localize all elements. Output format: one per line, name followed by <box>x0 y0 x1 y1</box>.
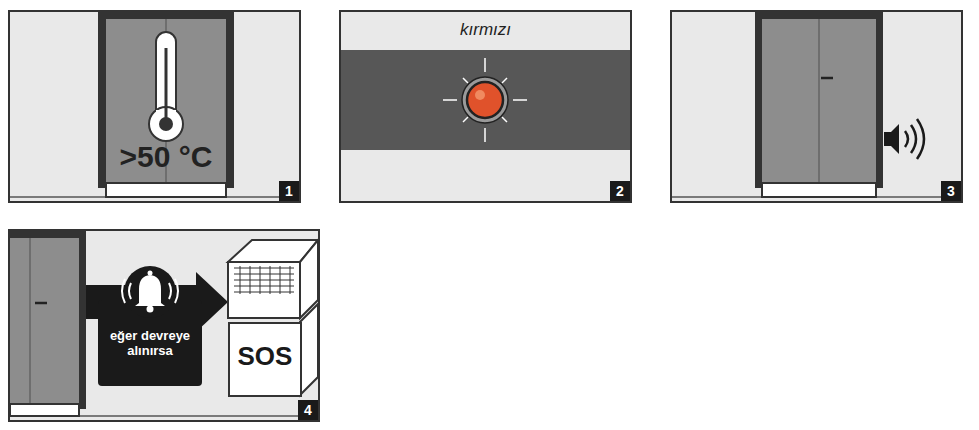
bell-symbol <box>122 271 178 313</box>
callout-number: 3 <box>941 181 961 201</box>
panel-ground <box>8 10 301 203</box>
sos-box: SOS <box>228 322 302 397</box>
red-lamp <box>443 58 527 142</box>
condition-label: eğer devreye alınırsa <box>100 329 200 359</box>
panel-ground <box>339 10 632 203</box>
color-label: kırmızı <box>341 20 630 40</box>
speaker-symbol <box>884 119 924 159</box>
panel: 3 <box>670 10 963 203</box>
panel-ground <box>8 229 320 422</box>
panel: >50 °C 1 <box>8 10 301 203</box>
sos-label: SOS <box>230 342 300 372</box>
panel: kırmızı 2 <box>339 10 632 203</box>
temperature-label: >50 °C <box>106 140 226 175</box>
callout-number: 4 <box>298 400 318 420</box>
callout-number: 2 <box>610 181 630 201</box>
alarm-arrow <box>86 266 228 386</box>
door <box>10 12 299 197</box>
panel: eğer devreye alınırsa 4 SOS <box>8 229 320 422</box>
thermometer <box>149 32 183 141</box>
callout-number: 1 <box>279 181 299 201</box>
dark-band <box>341 50 630 150</box>
door <box>672 12 961 197</box>
panel-ground <box>670 10 963 203</box>
door <box>10 231 318 416</box>
